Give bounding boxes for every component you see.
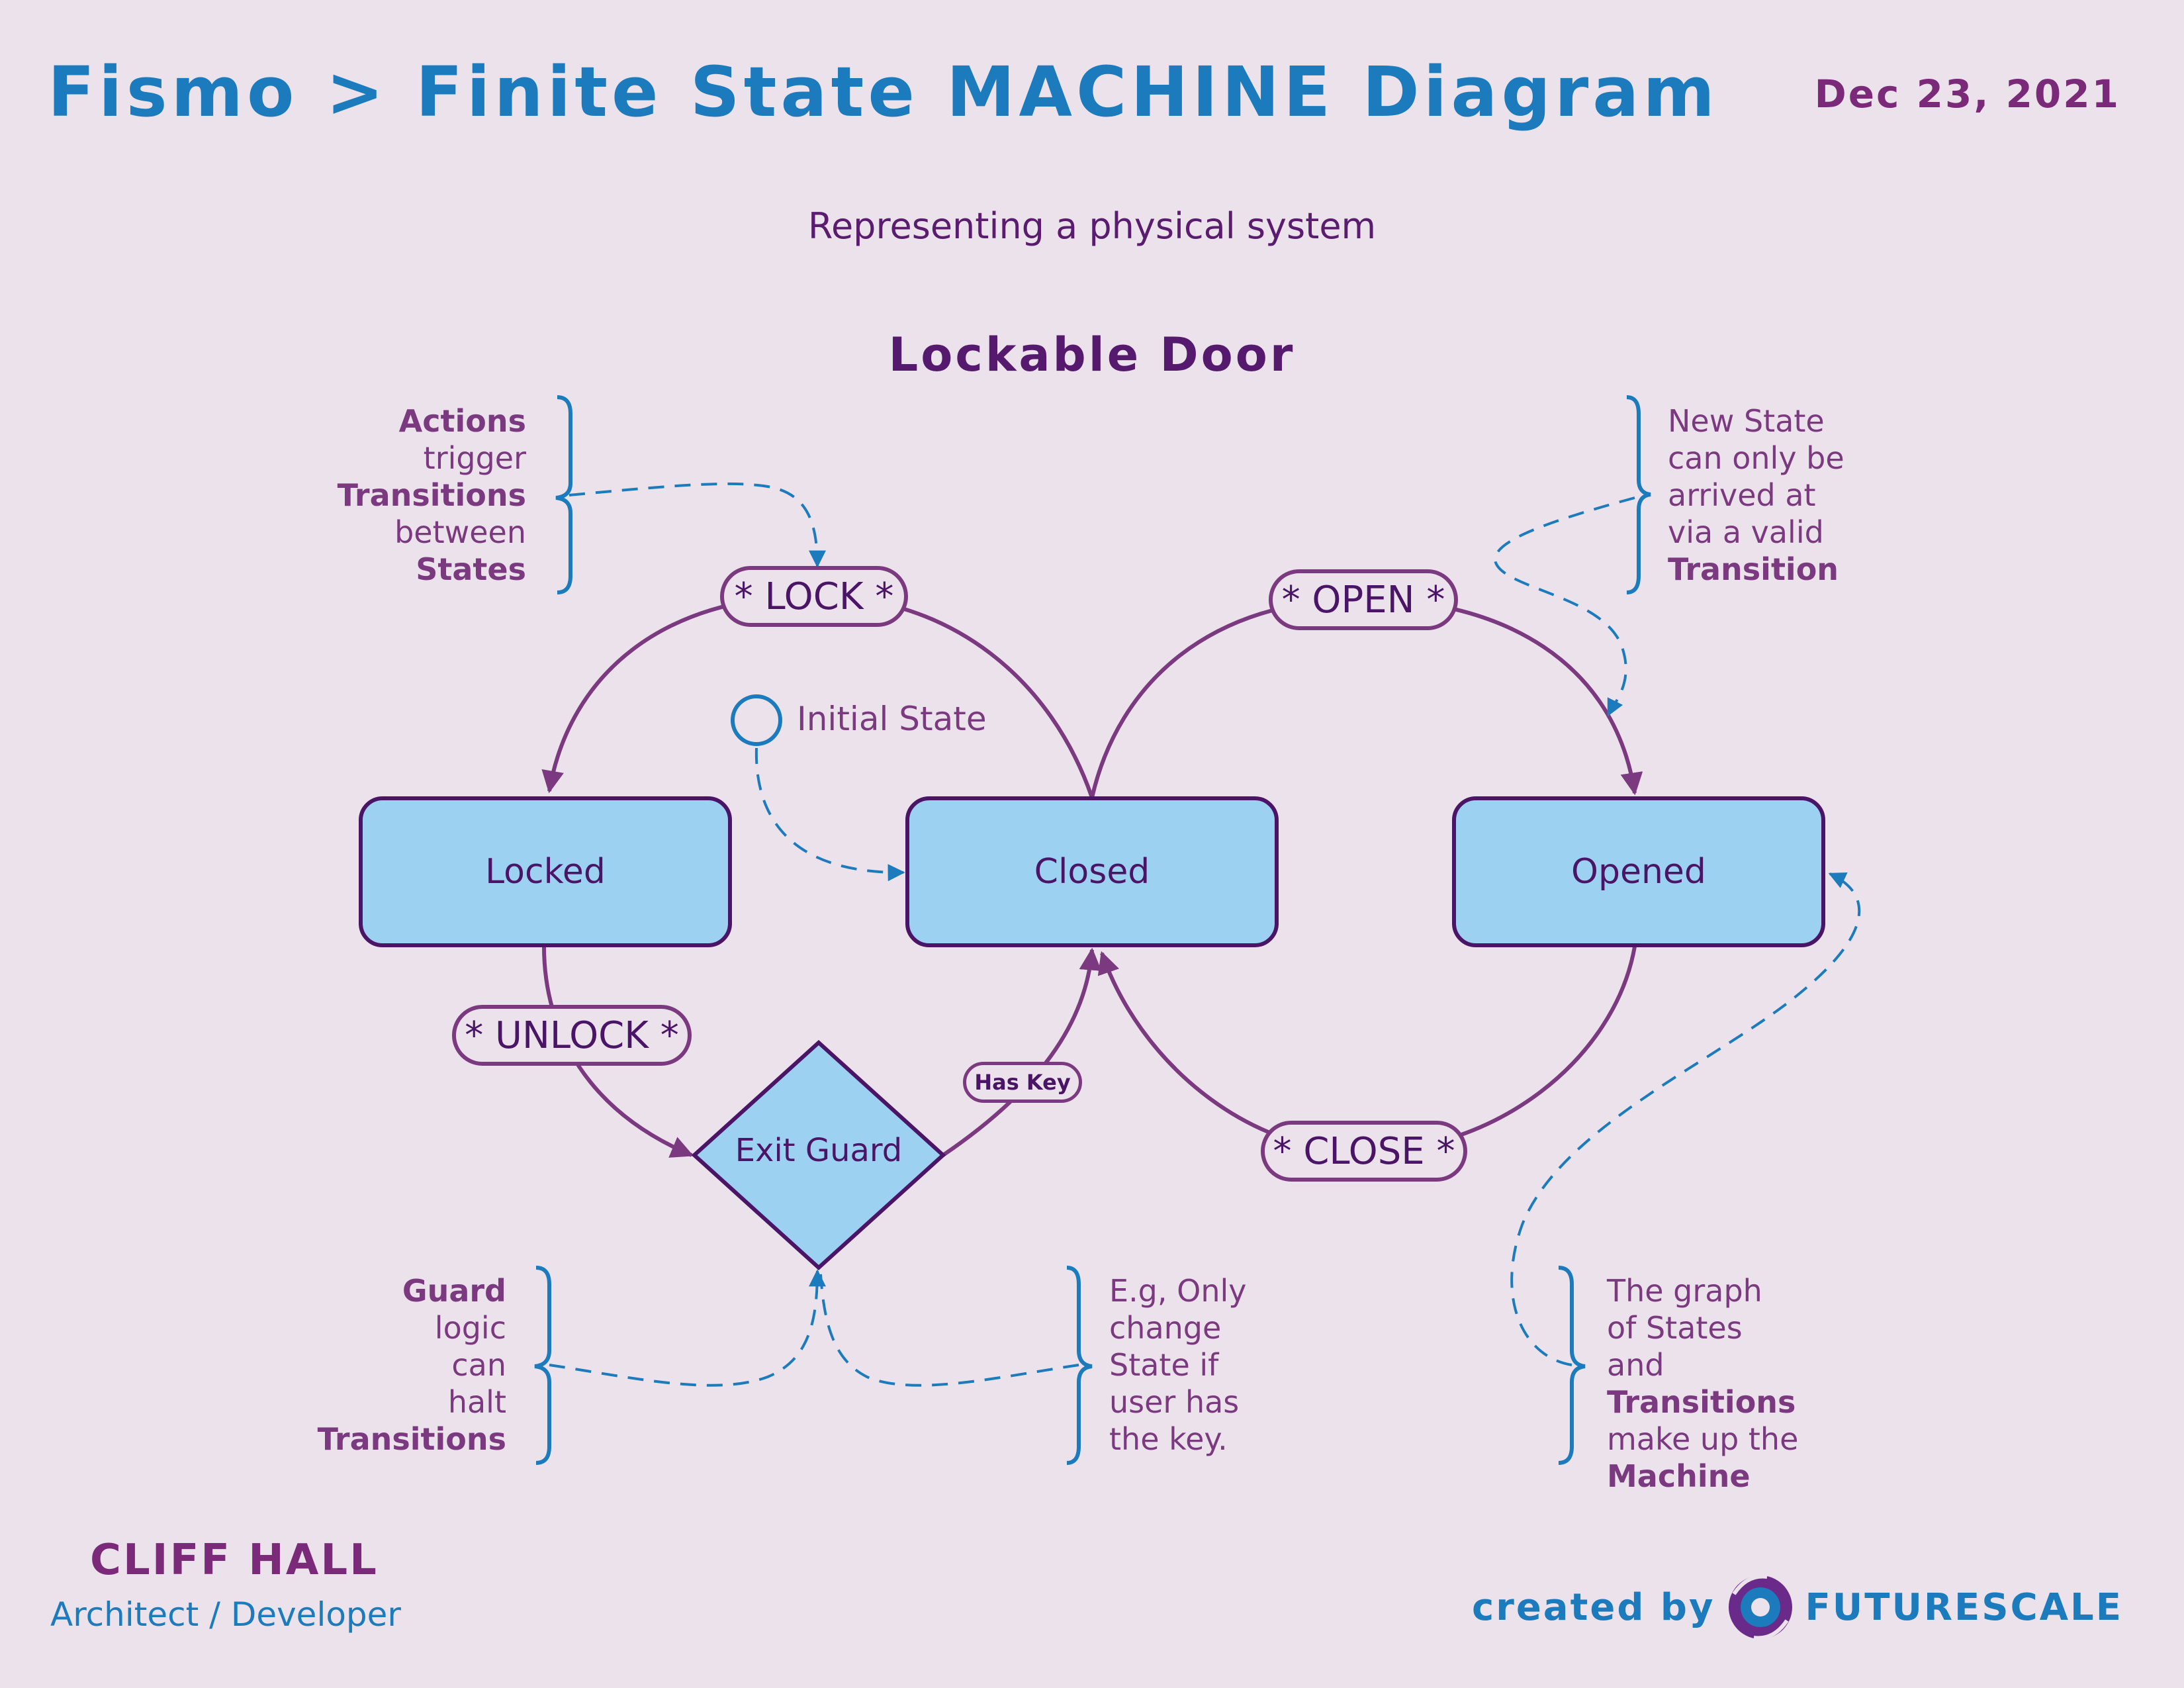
initial-state-pointer xyxy=(754,747,905,882)
unlock-transition-arrow xyxy=(542,946,694,1158)
lock-transition[interactable]: * LOCK * xyxy=(720,566,908,627)
example-bracket xyxy=(1066,1266,1093,1465)
credit-line: created by FUTURESCALE xyxy=(1472,1568,2123,1647)
graph-pointer xyxy=(1510,872,1861,1366)
state-opened[interactable]: Opened xyxy=(1452,796,1825,947)
actions-pointer xyxy=(569,482,826,568)
date-label: Dec 23, 2021 xyxy=(1814,71,2120,117)
example-pointer xyxy=(819,1274,1079,1387)
exit-guard-label: Exit Guard xyxy=(735,1132,903,1169)
unlock-transition[interactable]: * UNLOCK * xyxy=(452,1005,692,1066)
actions-note: Actions trigger Transitions between Stat… xyxy=(337,403,526,587)
close-transition[interactable]: * CLOSE * xyxy=(1261,1121,1467,1182)
graph-note: The graph of States and Transitions make… xyxy=(1607,1273,1799,1494)
exit-guard-diamond xyxy=(691,1039,946,1271)
has-key-transition-arrow xyxy=(942,947,1102,1157)
author-role: Architect / Developer xyxy=(50,1595,401,1634)
page-title: Fismo > Finite State MACHINE Diagram xyxy=(48,52,1719,132)
has-key-guard-label[interactable]: Has Key xyxy=(963,1062,1082,1103)
open-transition[interactable]: * OPEN * xyxy=(1269,569,1458,630)
state-locked[interactable]: Locked xyxy=(359,796,732,947)
new-state-bracket xyxy=(1626,395,1651,594)
state-closed[interactable]: Closed xyxy=(905,796,1279,947)
subtitle: Representing a physical system xyxy=(807,205,1377,247)
futurescale-logo-icon xyxy=(1728,1574,1792,1640)
company-name: FUTURESCALE xyxy=(1805,1585,2123,1629)
guard-note: Guard logic can halt Transitions xyxy=(317,1273,506,1457)
graph-bracket xyxy=(1558,1266,1586,1465)
guard-bracket xyxy=(534,1266,551,1465)
initial-state-icon xyxy=(731,694,782,746)
diagram-title: Lockable Door xyxy=(888,328,1296,382)
new-state-pointer xyxy=(1494,496,1635,717)
initial-state-label: Initial State xyxy=(797,700,987,738)
guard-pointer xyxy=(549,1269,826,1387)
example-note: E.g, Only change State if user has the k… xyxy=(1109,1273,1247,1457)
new-state-note: New State can only be arrived at via a v… xyxy=(1668,403,1844,587)
credit-prefix: created by xyxy=(1472,1585,1715,1629)
author-name: CLIFF HALL xyxy=(90,1536,379,1585)
actions-bracket xyxy=(555,395,572,594)
